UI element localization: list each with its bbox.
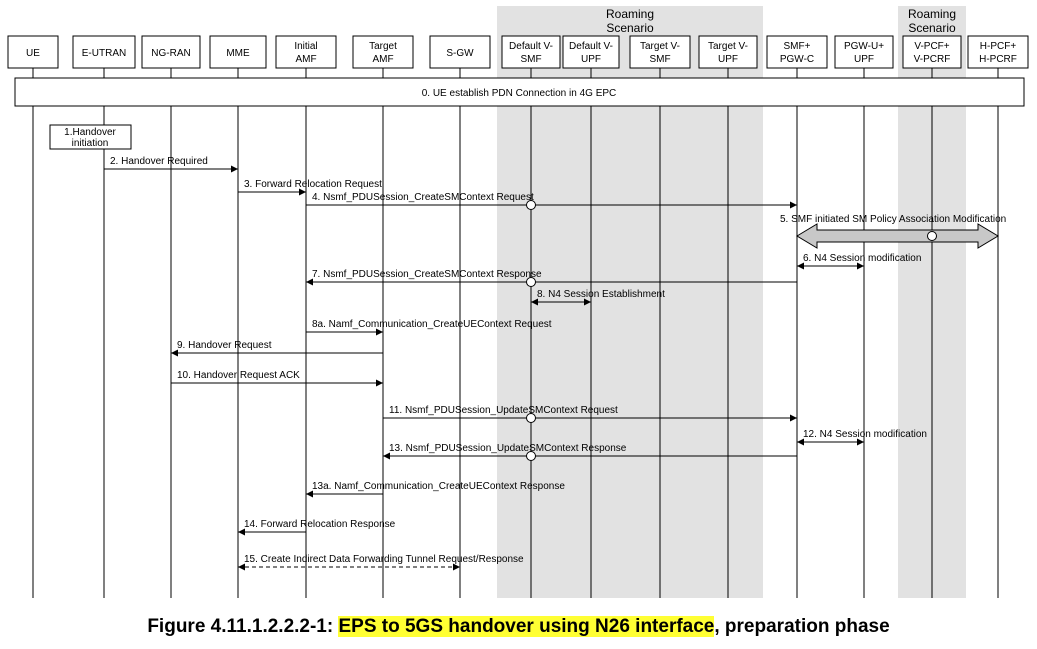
- node-h-pcf-h-pcrf: H-PCF+H-PCRF: [967, 35, 1029, 69]
- caption-prefix: Figure 4.11.1.2.2.2-1:: [147, 616, 339, 637]
- caption-suffix: , preparation phase: [714, 616, 890, 637]
- message-13a: 13a. Namf_Communication_CreateUEContext …: [306, 481, 565, 498]
- message-8a: 8a. Namf_Communication_CreateUEContext R…: [306, 319, 552, 336]
- svg-text:12. N4 Session modification: 12. N4 Session modification: [803, 429, 927, 440]
- svg-text:7. Nsmf_PDUSession_CreateSMCon: 7. Nsmf_PDUSession_CreateSMContext Respo…: [312, 269, 542, 280]
- svg-text:8. N4 Session Establishment: 8. N4 Session Establishment: [537, 289, 665, 300]
- svg-text:H-PCF+H-PCRF: H-PCF+H-PCRF: [979, 41, 1017, 65]
- svg-text:15. Create Indirect Data Forwa: 15. Create Indirect Data Forwarding Tunn…: [244, 554, 524, 565]
- svg-text:E-UTRAN: E-UTRAN: [82, 48, 126, 59]
- relay-dot: [927, 231, 937, 241]
- relay-dot: [526, 451, 536, 461]
- svg-text:9. Handover Request: 9. Handover Request: [177, 340, 272, 351]
- svg-text:MME: MME: [226, 48, 250, 59]
- svg-text:11. Nsmf_PDUSession_UpdateSMCo: 11. Nsmf_PDUSession_UpdateSMContext Requ…: [389, 405, 618, 416]
- node-default-v-smf: Default V-SMF: [501, 35, 561, 69]
- svg-text:SMF+PGW-C: SMF+PGW-C: [780, 41, 814, 65]
- message-15: 15. Create Indirect Data Forwarding Tunn…: [238, 554, 524, 571]
- svg-text:14. Forward Relocation Respons: 14. Forward Relocation Response: [244, 519, 396, 530]
- message-3: 3. Forward Relocation Request: [238, 179, 382, 196]
- svg-text:NG-RAN: NG-RAN: [151, 48, 190, 59]
- svg-text:V-PCF+V-PCRF: V-PCF+V-PCRF: [914, 41, 951, 65]
- caption-highlight: EPS to 5GS handover using N26 interface: [338, 616, 715, 637]
- message-14: 14. Forward Relocation Response: [238, 519, 396, 536]
- message-5: 5. SMF initiated SM Policy Association M…: [780, 214, 1006, 249]
- svg-text:6. N4 Session modification: 6. N4 Session modification: [803, 253, 921, 264]
- message-11: 11. Nsmf_PDUSession_UpdateSMContext Requ…: [383, 405, 797, 423]
- svg-text:PGW-U+UPF: PGW-U+UPF: [844, 41, 884, 65]
- svg-text:8a. Namf_Communication_CreateU: 8a. Namf_Communication_CreateUEContext R…: [312, 319, 552, 330]
- node-e-utran: E-UTRAN: [72, 35, 136, 69]
- svg-text:Target V-UPF: Target V-UPF: [708, 41, 748, 65]
- node-target-v-upf: Target V-UPF: [698, 35, 758, 69]
- relay-dot: [526, 200, 536, 210]
- node-v-pcf-v-pcrf: V-PCF+V-PCRF: [902, 35, 962, 69]
- svg-text:S-GW: S-GW: [446, 48, 474, 59]
- svg-text:Target V-SMF: Target V-SMF: [640, 41, 680, 65]
- svg-text:Default V-SMF: Default V-SMF: [509, 41, 553, 65]
- step-0-box: 0. UE establish PDN Connection in 4G EPC: [14, 77, 1025, 107]
- svg-text:0. UE establish PDN Connection: 0. UE establish PDN Connection in 4G EPC: [422, 88, 617, 99]
- svg-text:13. Nsmf_PDUSession_UpdateSMCo: 13. Nsmf_PDUSession_UpdateSMContext Resp…: [389, 443, 627, 454]
- svg-text:10. Handover Request ACK: 10. Handover Request ACK: [177, 370, 300, 381]
- svg-text:13a. Namf_Communication_Create: 13a. Namf_Communication_CreateUEContext …: [312, 481, 565, 492]
- node-default-v-upf: Default V-UPF: [562, 35, 620, 69]
- message-9: 9. Handover Request: [171, 340, 383, 357]
- node-smf-pgw-c: SMF+PGW-C: [766, 35, 828, 69]
- message-13: 13. Nsmf_PDUSession_UpdateSMContext Resp…: [383, 443, 797, 461]
- svg-text:5. SMF initiated SM Policy Ass: 5. SMF initiated SM Policy Association M…: [780, 214, 1006, 225]
- message-10: 10. Handover Request ACK: [171, 370, 383, 387]
- message-2: 2. Handover Required: [104, 156, 238, 173]
- node-mme: MME: [209, 35, 267, 69]
- svg-text:UE: UE: [26, 48, 40, 59]
- message-7: 7. Nsmf_PDUSession_CreateSMContext Respo…: [306, 269, 797, 287]
- svg-text:4. Nsmf_PDUSession_CreateSMCon: 4. Nsmf_PDUSession_CreateSMContext Reque…: [312, 192, 534, 203]
- relay-dot: [526, 277, 536, 287]
- message-12: 12. N4 Session modification: [797, 429, 927, 446]
- node-ue: UE: [7, 35, 59, 69]
- node-pgw-u-upf: PGW-U+UPF: [834, 35, 894, 69]
- node-target-v-smf: Target V-SMF: [629, 35, 691, 69]
- message-4: 4. Nsmf_PDUSession_CreateSMContext Reque…: [306, 192, 797, 210]
- message-8: 8. N4 Session Establishment: [531, 289, 665, 306]
- message-6: 6. N4 Session modification: [797, 253, 921, 270]
- figure-caption: Figure 4.11.1.2.2.2-1: EPS to 5GS handov…: [0, 616, 1037, 638]
- node-s-gw: S-GW: [429, 35, 491, 69]
- svg-text:Default V-UPF: Default V-UPF: [569, 41, 613, 65]
- svg-text:3. Forward Relocation Request: 3. Forward Relocation Request: [244, 179, 382, 190]
- relay-dot: [526, 413, 536, 423]
- node-ng-ran: NG-RAN: [141, 35, 201, 69]
- svg-text:2. Handover Required: 2. Handover Required: [110, 156, 208, 167]
